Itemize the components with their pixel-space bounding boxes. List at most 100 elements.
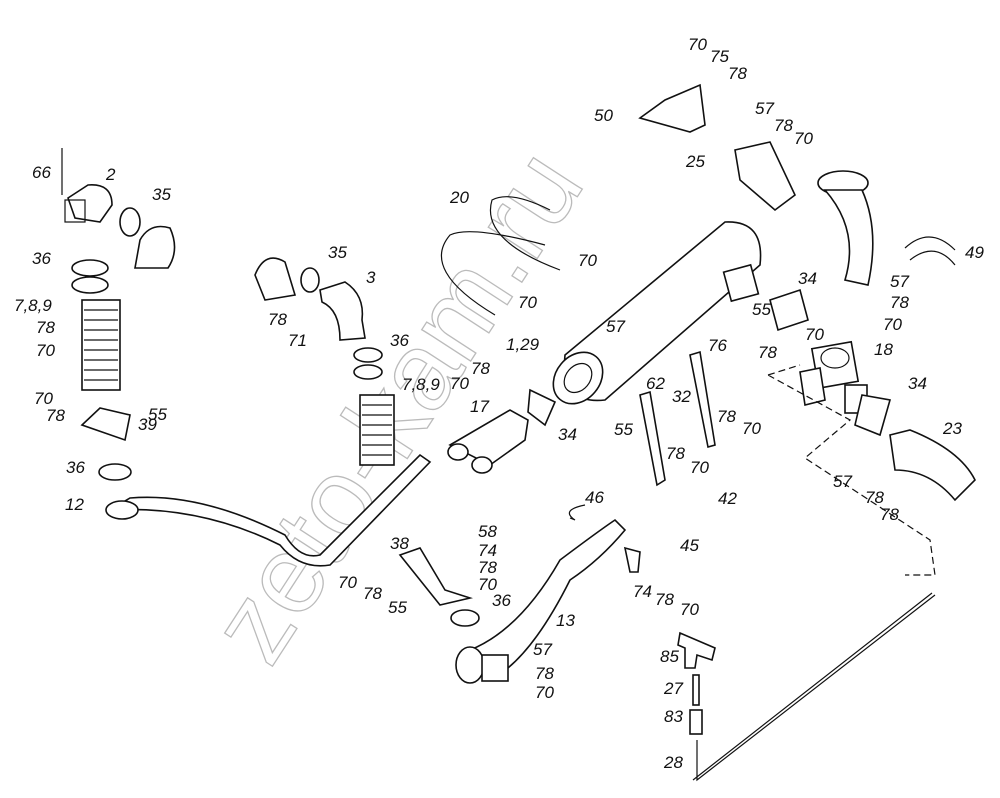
callout-label: 25: [685, 152, 705, 171]
callout-label: 18: [874, 340, 893, 359]
pipe-12: [105, 453, 432, 567]
callout-label: 70: [688, 35, 707, 54]
callout-label: 13: [556, 611, 575, 630]
tee-fitting-85: [677, 631, 716, 669]
callout-label: 28: [663, 753, 683, 772]
callout-label: 78: [880, 505, 899, 524]
callout-label: 32: [672, 387, 691, 406]
callout-label: 78: [535, 664, 554, 683]
gasket-36-bottom: [450, 609, 480, 627]
elbow-35-part: [134, 225, 176, 269]
callout-label: 36: [66, 458, 85, 477]
callout-label: 3: [366, 268, 376, 287]
callout-label: 7,8,9: [402, 375, 440, 394]
callout-label: 74: [633, 582, 652, 601]
bracket-50: [638, 83, 706, 133]
callout-label: 57: [833, 472, 852, 491]
bracket-45: [623, 546, 641, 573]
callout-label: 78: [666, 444, 685, 463]
bracket-39: [80, 407, 131, 442]
callout-label: 57: [890, 272, 909, 291]
inlet-pipe-right: [817, 170, 874, 286]
tube-28: [692, 592, 936, 782]
callout-label: 78: [890, 293, 909, 312]
pipe-13: [455, 518, 627, 684]
muffler: [552, 221, 762, 405]
callout-label: 55: [388, 598, 407, 617]
callout-label: 55: [614, 420, 633, 439]
callout-label: 78: [758, 343, 777, 362]
callout-label: 70: [36, 341, 55, 360]
callout-label: 50: [594, 106, 613, 125]
callout-label: 58: [478, 522, 497, 541]
callout-label: 66: [32, 163, 51, 182]
callout-label: 46: [585, 488, 604, 507]
callout-label: 49: [965, 243, 984, 262]
gasket-35-left: [119, 207, 141, 237]
callout-label: 36: [492, 591, 511, 610]
flex-pipe-left: [71, 259, 121, 391]
callout-label: 70: [794, 129, 813, 148]
callout-label: 57: [755, 99, 774, 118]
callout-label: 34: [798, 269, 817, 288]
brackets-42: [639, 350, 716, 487]
u-bolt-49: [904, 236, 956, 266]
callout-label: 34: [908, 374, 927, 393]
valve-18: [799, 340, 868, 414]
callout-label: 78: [728, 64, 747, 83]
turbo-flange: [254, 257, 297, 301]
flex-pipe-mid: [353, 347, 395, 466]
callout-label: 45: [680, 536, 699, 555]
callout-label: 70: [34, 389, 53, 408]
callout-label: 39: [138, 415, 157, 434]
callout-label: 70: [478, 575, 497, 594]
callout-label: 36: [390, 331, 409, 350]
callout-label: 70: [450, 374, 469, 393]
callout-label: 85: [660, 647, 679, 666]
y-pipe-17: [447, 409, 529, 474]
callout-label: 78: [363, 584, 382, 603]
tube-27: [692, 674, 700, 706]
callout-label: 7,8,9: [14, 296, 52, 315]
fitting-83: [689, 709, 703, 735]
gasket-34-mid: [527, 388, 557, 427]
callout-label: 2: [105, 165, 116, 184]
callout-label: 70: [805, 325, 824, 344]
callout-label: 78: [471, 359, 490, 378]
callout-label: 74: [478, 541, 497, 560]
callout-label: 35: [328, 243, 347, 262]
callout-label: 78: [774, 116, 793, 135]
gasket-36-left: [98, 463, 132, 481]
callout-label: 78: [655, 590, 674, 609]
callout-label: 70: [883, 315, 902, 334]
callout-label: 57: [533, 640, 552, 659]
callout-label: 78: [36, 318, 55, 337]
callout-label: 20: [449, 188, 469, 207]
callout-label: 70: [518, 293, 537, 312]
callout-label: 55: [148, 405, 167, 424]
clip-46: [568, 504, 586, 521]
callout-label: 42: [718, 489, 737, 508]
callout-label: 27: [663, 679, 683, 698]
callout-label: 70: [680, 600, 699, 619]
bracket-38: [398, 547, 474, 606]
callout-label: 70: [690, 458, 709, 477]
callout-label: 12: [65, 495, 84, 514]
dashed-connector: [767, 364, 936, 576]
callout-label: 36: [32, 249, 51, 268]
bracket-25: [734, 141, 797, 212]
elbow-2: [61, 148, 113, 223]
gasket-34-right-b: [854, 394, 892, 437]
callout-label: 78: [717, 407, 736, 426]
callout-label: 71: [288, 331, 307, 350]
callout-label: 76: [708, 336, 727, 355]
elbow-3: [319, 281, 366, 341]
pipe-23: [889, 429, 976, 502]
callout-label: 78: [46, 406, 65, 425]
gasket-35-mid: [300, 267, 320, 293]
callout-label: 23: [942, 419, 962, 438]
callout-label: 70: [535, 683, 554, 702]
